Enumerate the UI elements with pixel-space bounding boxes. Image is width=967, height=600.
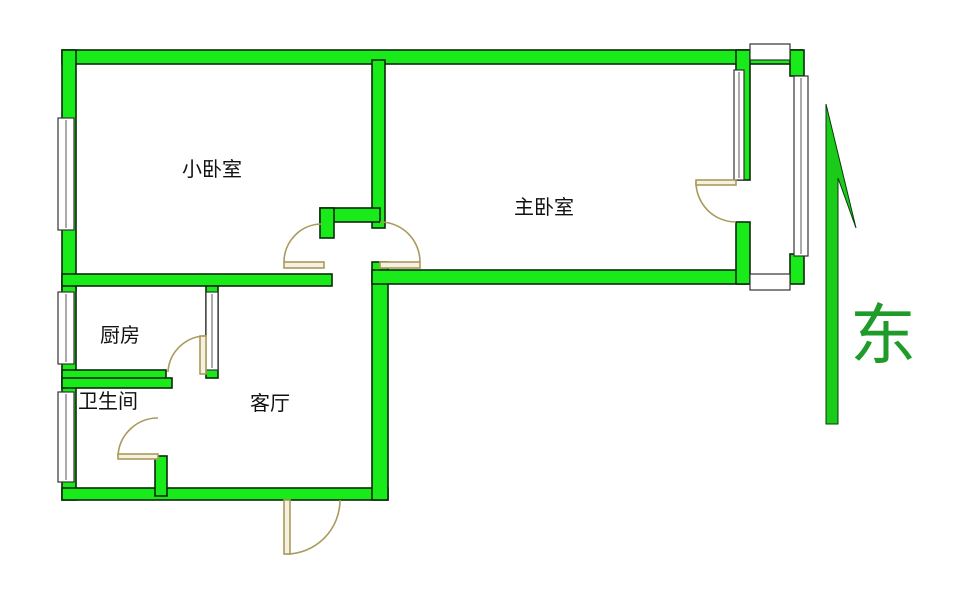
door-bathroom xyxy=(117,417,159,457)
label-bathroom: 卫生间 xyxy=(78,389,138,413)
wall-balcony-bottom xyxy=(789,253,805,285)
wall-master-right-bottom xyxy=(735,221,751,285)
window-balcony-top xyxy=(749,43,791,61)
north-arrow-icon xyxy=(825,103,857,425)
wall-bath-top xyxy=(61,377,173,389)
room-labels: 小卧室 主卧室 厨房 卫生间 客厅 xyxy=(78,157,574,415)
wall-top xyxy=(61,49,803,65)
label-living-room: 客厅 xyxy=(250,391,290,415)
door-master-bedroom xyxy=(379,221,421,263)
wall-bath-right xyxy=(154,455,168,497)
wall-balcony-top xyxy=(789,49,805,77)
compass-direction-label: 东 xyxy=(850,297,916,374)
wall-small-bedroom-bottom xyxy=(61,273,333,287)
label-master-bedroom: 主卧室 xyxy=(514,195,574,219)
label-small-bedroom: 小卧室 xyxy=(182,157,242,181)
door-small-bedroom xyxy=(283,223,323,263)
windows xyxy=(57,43,809,483)
door-balcony xyxy=(695,181,737,223)
wall-living-right xyxy=(371,261,389,501)
wall-bottom xyxy=(61,487,389,501)
doors xyxy=(117,179,737,555)
walls xyxy=(61,49,805,501)
wall-bedroom-divider xyxy=(371,59,386,229)
wall-closet-side xyxy=(319,207,335,239)
door-entry xyxy=(285,499,341,555)
window-balcony-bottom xyxy=(749,273,791,291)
compass: 东 xyxy=(825,103,916,425)
label-kitchen: 厨房 xyxy=(100,323,140,347)
wall-master-bottom xyxy=(371,269,749,285)
